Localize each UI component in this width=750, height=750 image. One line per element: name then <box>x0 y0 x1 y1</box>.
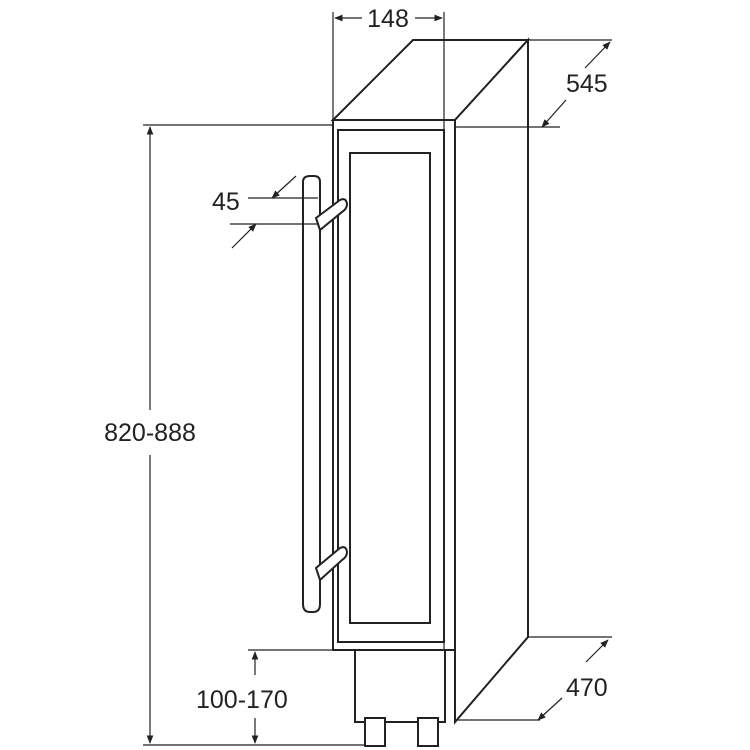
height-dimension: 820-888 <box>104 124 365 746</box>
appliance-outline <box>330 37 531 725</box>
foot-right <box>417 717 439 747</box>
height-label: 820-888 <box>104 419 196 447</box>
foot-left <box>364 717 386 747</box>
depth-bottom-label: 470 <box>566 674 608 702</box>
depth-bottom-dimension: 470 <box>455 636 612 721</box>
plinth-dimension: 100-170 <box>196 649 355 744</box>
handle-offset-dimension: 45 <box>212 175 318 249</box>
plinth-label: 100-170 <box>196 686 288 714</box>
handle-bar <box>302 175 321 613</box>
handle-upper-arm <box>314 198 349 232</box>
width-dimension: 148 <box>332 5 445 120</box>
side-face <box>454 37 529 725</box>
front-frame <box>332 119 456 651</box>
width-label: 148 <box>367 5 409 33</box>
handle-offset-label: 45 <box>212 188 240 216</box>
plinth-base <box>354 649 446 723</box>
plinth <box>354 649 446 747</box>
depth-top-label: 545 <box>566 70 608 98</box>
glass-panel <box>349 152 431 624</box>
door-handle <box>302 175 349 613</box>
handle-lower-arm <box>314 546 349 582</box>
depth-top-dimension: 545 <box>455 39 612 128</box>
